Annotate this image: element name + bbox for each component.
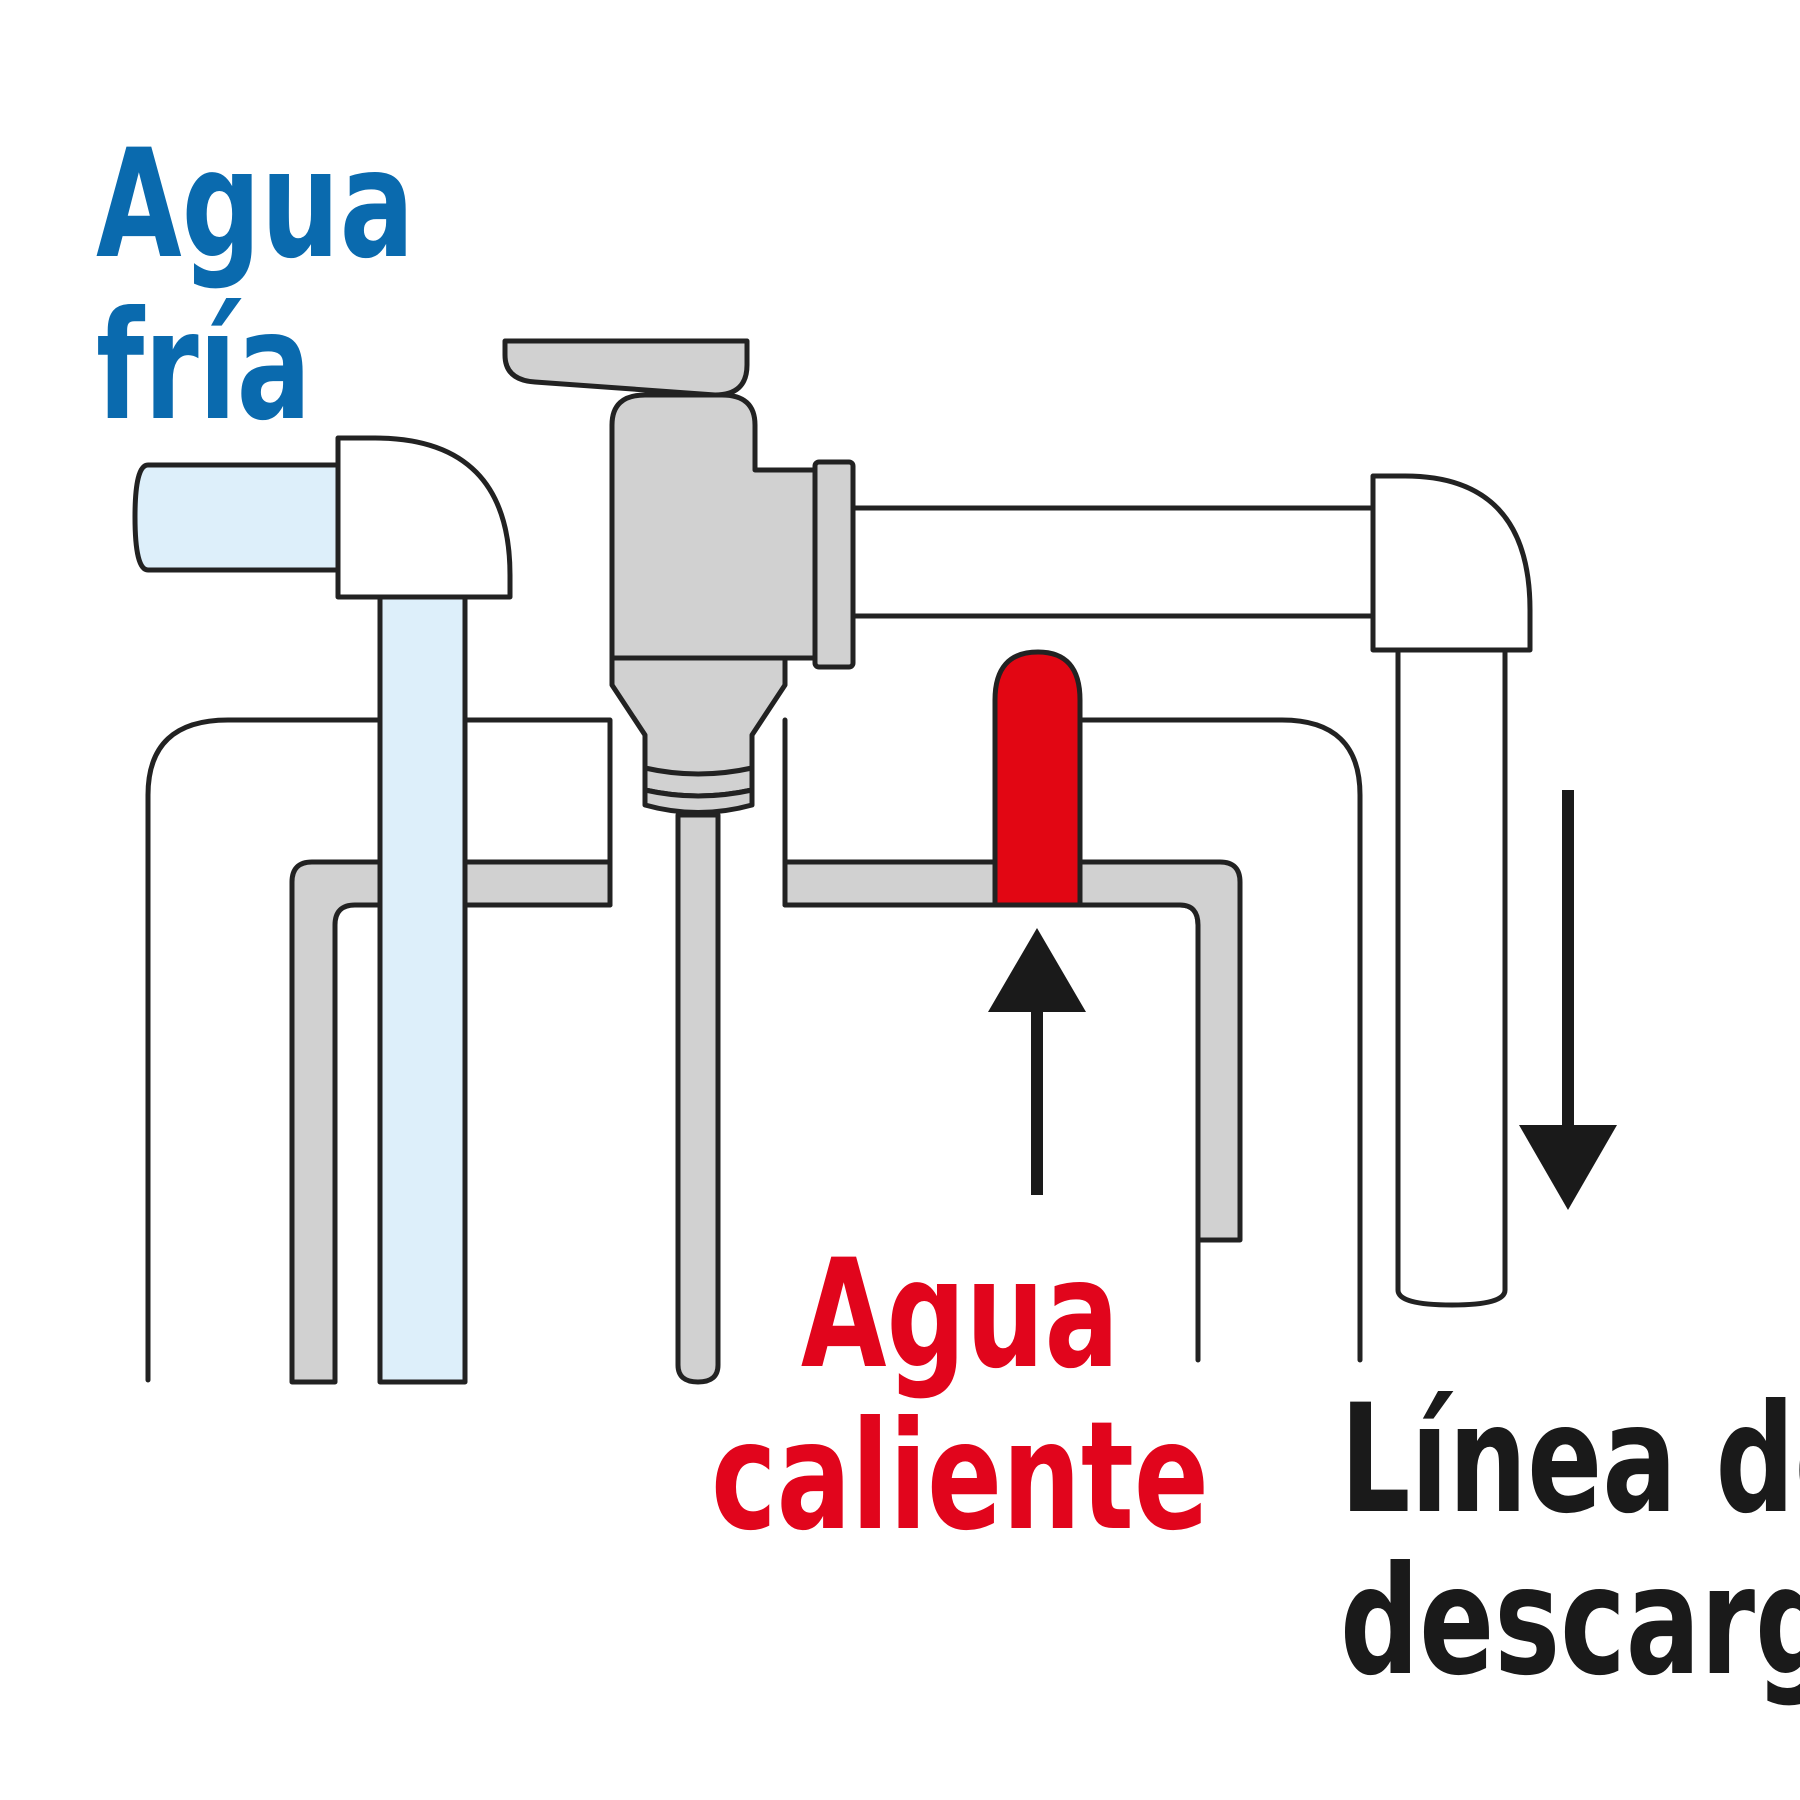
heater-inner-flange-right — [782, 859, 998, 908]
cold-water-label: Agua fría — [96, 130, 414, 454]
relief-valve-probe — [675, 812, 721, 1385]
discharge-horizontal-pipe — [850, 505, 1376, 619]
cold-water-elbow — [335, 435, 513, 600]
hot-water-label: Agua caliente — [665, 1240, 1255, 1564]
relief-valve-thread-2 — [642, 787, 755, 815]
arrow-up-icon — [988, 928, 1086, 1195]
cold-water-label-line2: fría — [96, 280, 312, 454]
hot-water-label-line2: caliente — [711, 1390, 1209, 1564]
relief-valve-lever — [502, 338, 750, 398]
discharge-line-label: Línea de descarga — [1340, 1385, 1800, 1709]
hot-water-label-line1: Agua — [800, 1228, 1120, 1402]
hot-water-outlet — [992, 649, 1083, 908]
cold-water-label-line1: Agua — [96, 118, 415, 292]
heater-tank-outline — [145, 717, 1363, 1383]
heater-inner-flange-right-end — [1077, 859, 1243, 1243]
heater-inner-flange-left-mid — [462, 859, 613, 908]
discharge-elbow — [1370, 473, 1533, 653]
discharge-vertical-pipe — [1395, 647, 1508, 1308]
cold-water-dip-tube — [377, 594, 468, 1385]
arrow-down-icon — [1519, 790, 1617, 1210]
cold-water-horizontal-pipe — [132, 462, 341, 573]
heater-inner-flange-left — [289, 859, 383, 1385]
relief-valve-outlet-flange — [812, 459, 856, 670]
discharge-line-label-line2: descarga — [1340, 1535, 1800, 1709]
relief-valve-body — [609, 392, 818, 661]
discharge-line-label-line1: Línea de — [1340, 1373, 1800, 1547]
